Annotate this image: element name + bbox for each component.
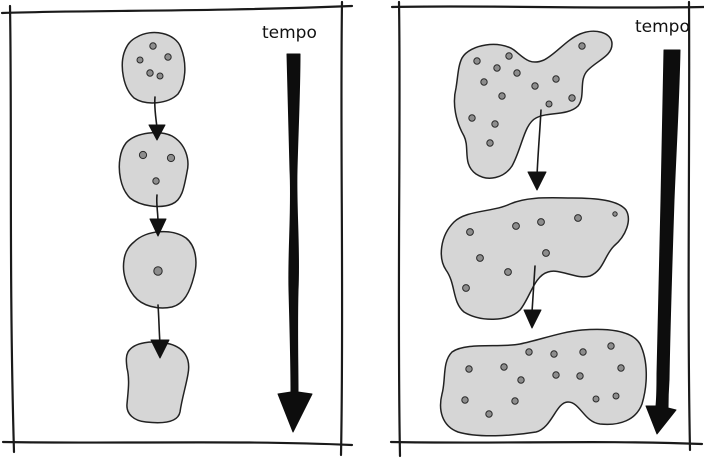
left-panel-frame-bottom xyxy=(3,442,352,445)
left-panel-frame-top xyxy=(2,6,352,13)
right-panel-frame-bottom xyxy=(391,442,702,444)
right-panel-frame-right xyxy=(689,2,690,450)
right-panel: tempo xyxy=(391,2,704,456)
right-panel-frame-left xyxy=(399,2,400,456)
arrow-stage-3-4 xyxy=(158,305,160,344)
cell-stage-4 xyxy=(126,342,188,423)
right-panel-frame-top xyxy=(392,6,704,7)
colony-stage-2 xyxy=(441,198,628,319)
time-arrow-right xyxy=(646,50,680,434)
left-panel-frame-right xyxy=(341,2,342,455)
arrow-head-colony-1-2 xyxy=(528,172,546,190)
time-arrow-left xyxy=(278,54,312,432)
colony-stage-3 xyxy=(441,329,647,435)
arrow-head-colony-2-3 xyxy=(524,310,541,328)
left-panel-frame-left xyxy=(10,6,14,452)
cell-stage-1 xyxy=(122,33,185,103)
cell-stage-2 xyxy=(119,133,188,207)
left-panel: tempo xyxy=(2,2,352,455)
time-label-right: tempo xyxy=(635,17,690,37)
time-label-left: tempo xyxy=(262,23,317,43)
cell-stage-3 xyxy=(123,232,195,308)
colony-stage-1 xyxy=(454,31,612,178)
arrow-colony-1-2 xyxy=(537,110,541,176)
